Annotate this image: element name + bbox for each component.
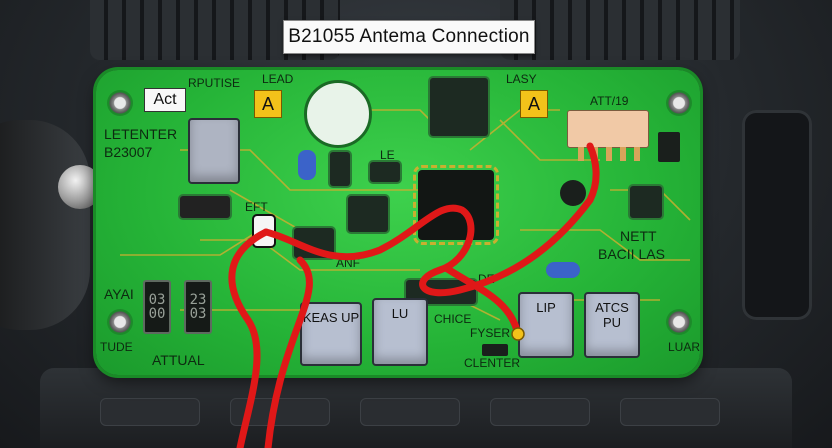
mounting-hole [666, 309, 692, 335]
transistor [330, 152, 350, 186]
contact-pad-lu: LU [372, 298, 428, 366]
dash-button [490, 398, 590, 426]
capacitor-round [560, 180, 586, 206]
smd-resistor [482, 344, 508, 356]
label-attual: ATTUAL [152, 352, 205, 368]
label-tude: TUDE [100, 340, 133, 354]
label-lasy: LASY [506, 72, 537, 86]
diode [180, 196, 230, 218]
dash-button [100, 398, 200, 426]
dash-button [620, 398, 720, 426]
pad-label: KEAS UP [302, 310, 360, 325]
mounting-hole [666, 90, 692, 116]
label-eft: EFT [245, 200, 268, 214]
label-rputise: RPUTISE [188, 76, 241, 90]
warning-a-left-icon: A [254, 90, 282, 118]
ic-chip-right [630, 186, 662, 218]
contact-pad-atcs-pu: ATCS PU [584, 292, 640, 358]
air-vent-right [500, 0, 740, 60]
label-nett: NETT [620, 228, 657, 244]
pad-label: LIP [536, 300, 556, 315]
label-luar: LUAR [668, 340, 701, 354]
mounting-hole [107, 90, 133, 116]
label-le: LE [380, 148, 395, 162]
dashboard-right-slot [742, 110, 812, 320]
contact-pad-lip: LIP [518, 292, 574, 358]
wire-end-terminal [511, 327, 525, 341]
act-label: Act [144, 88, 186, 112]
power-inductor [188, 118, 240, 184]
label-letenter: LETENTER [104, 126, 178, 142]
dashboard-knob [58, 165, 102, 209]
label-bacii-las: BACII LAS [598, 246, 665, 262]
ic-chip-mid [348, 196, 388, 232]
pad-label: LU [391, 306, 409, 321]
label-att: ATT/19 [590, 94, 629, 108]
warning-a-right-icon: A [520, 90, 548, 118]
resistor-blue [546, 262, 580, 278]
logo-circle [304, 80, 372, 148]
small-chip [370, 162, 400, 182]
capacitor-blue [298, 150, 316, 180]
seven-segment-display-1: 03 00 [143, 280, 171, 334]
dashboard-left-panel [0, 120, 90, 330]
dashboard-bottom-panel [40, 368, 792, 448]
label-b23007: B23007 [104, 144, 153, 160]
label-clenter: CLENTER [464, 356, 521, 370]
contact-pad-keas-up: KEAS UP [300, 302, 362, 366]
label-ayai: AYAI [104, 286, 134, 302]
pad-label: ATCS PU [595, 300, 629, 330]
mounting-hole [107, 309, 133, 335]
label-lead: LEAD [262, 72, 294, 86]
diode-right [658, 132, 680, 162]
label-chice: CHICE [434, 312, 472, 326]
title-label: B21055 Antema Connection [283, 20, 535, 54]
dash-button [360, 398, 460, 426]
ic-chip-top [430, 78, 488, 136]
label-fyser: FYSER [470, 326, 511, 340]
seven-segment-display-2: 23 03 [184, 280, 212, 334]
